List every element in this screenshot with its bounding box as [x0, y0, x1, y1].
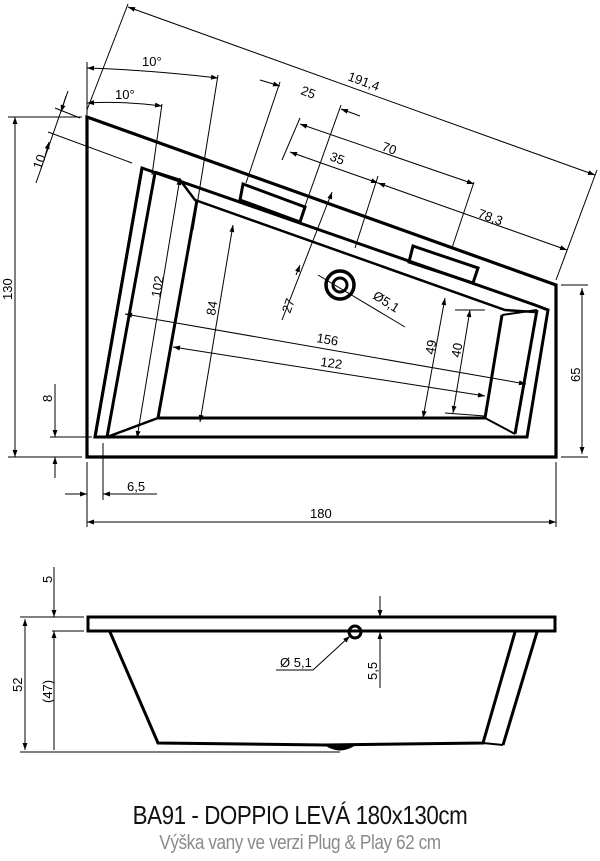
side-drain-bump: [323, 744, 357, 751]
dim-right-side-height: 65: [568, 368, 583, 382]
dim-inner-length-outer: 156: [315, 330, 339, 349]
dim-diagonal: 191,4: [346, 69, 382, 94]
side-view: [86, 615, 557, 751]
side-apron: [501, 631, 539, 746]
dim-drain-from-edge: 27: [279, 296, 298, 315]
dim-drain-diameter: Ø5,1: [370, 288, 402, 316]
basin-right-wall-inner: [513, 309, 539, 435]
dim-right-depth-inner: 40: [448, 342, 465, 359]
chamfer-br: [484, 417, 516, 435]
basin-floor-right: [483, 314, 504, 419]
drain-outer: [324, 269, 356, 301]
drain-inner: [331, 276, 349, 294]
dim-angle-inner: 10°: [115, 87, 135, 102]
dim-fixture-spacing: 70: [380, 139, 399, 158]
dim-inner-depth-inner: 84: [203, 300, 220, 317]
side-body: [108, 631, 517, 747]
chamfer-bl: [106, 416, 159, 439]
product-title: BA91 - DOPPIO LEVÁ 180x130cm: [132, 800, 468, 830]
dim-inner-depth-outer: 102: [148, 275, 167, 299]
dim-rim-thickness: 5: [40, 576, 55, 583]
side-view-labels: 5 52 (47) Ø 5,1 5,5: [10, 576, 380, 703]
rim-inner-line: [154, 170, 536, 314]
dim-overflow-offset: 5,5: [365, 662, 380, 680]
basin-left-wall-inner: [105, 172, 157, 438]
fixture-left: [238, 181, 307, 224]
overflow-hole: [347, 624, 363, 640]
dim-angle-outer: 10°: [142, 54, 162, 69]
dim-inner-length-inner: 122: [320, 354, 344, 372]
dim-bottom-rim: 8: [40, 395, 55, 402]
dim-overflow-diameter: Ø 5,1: [280, 655, 312, 670]
top-view-dimensions: [8, 3, 598, 527]
side-rim: [86, 615, 557, 633]
dim-basin-height: (47): [40, 680, 55, 703]
dim-overall-height: 52: [10, 678, 25, 692]
dim-fixture-width: 25: [299, 83, 318, 102]
dim-right-offset: 78,3: [476, 206, 505, 229]
side-view-dimensions: [20, 567, 383, 753]
basin-left-wall-outer: [93, 167, 144, 438]
dim-right-depth-outer: 49: [422, 339, 439, 356]
fixture-right: [407, 244, 480, 285]
dim-rim-offset: 10: [30, 152, 49, 171]
dim-left-rim: 6,5: [127, 479, 145, 494]
dim-overall-length: 180: [310, 506, 332, 521]
basin-floor-left: [156, 199, 199, 419]
dim-overall-depth: 130: [0, 278, 15, 300]
product-subtitle: Výška vany ve verzi Plug & Play 62 cm: [159, 832, 441, 854]
dim-drain-offset: 35: [328, 149, 347, 168]
